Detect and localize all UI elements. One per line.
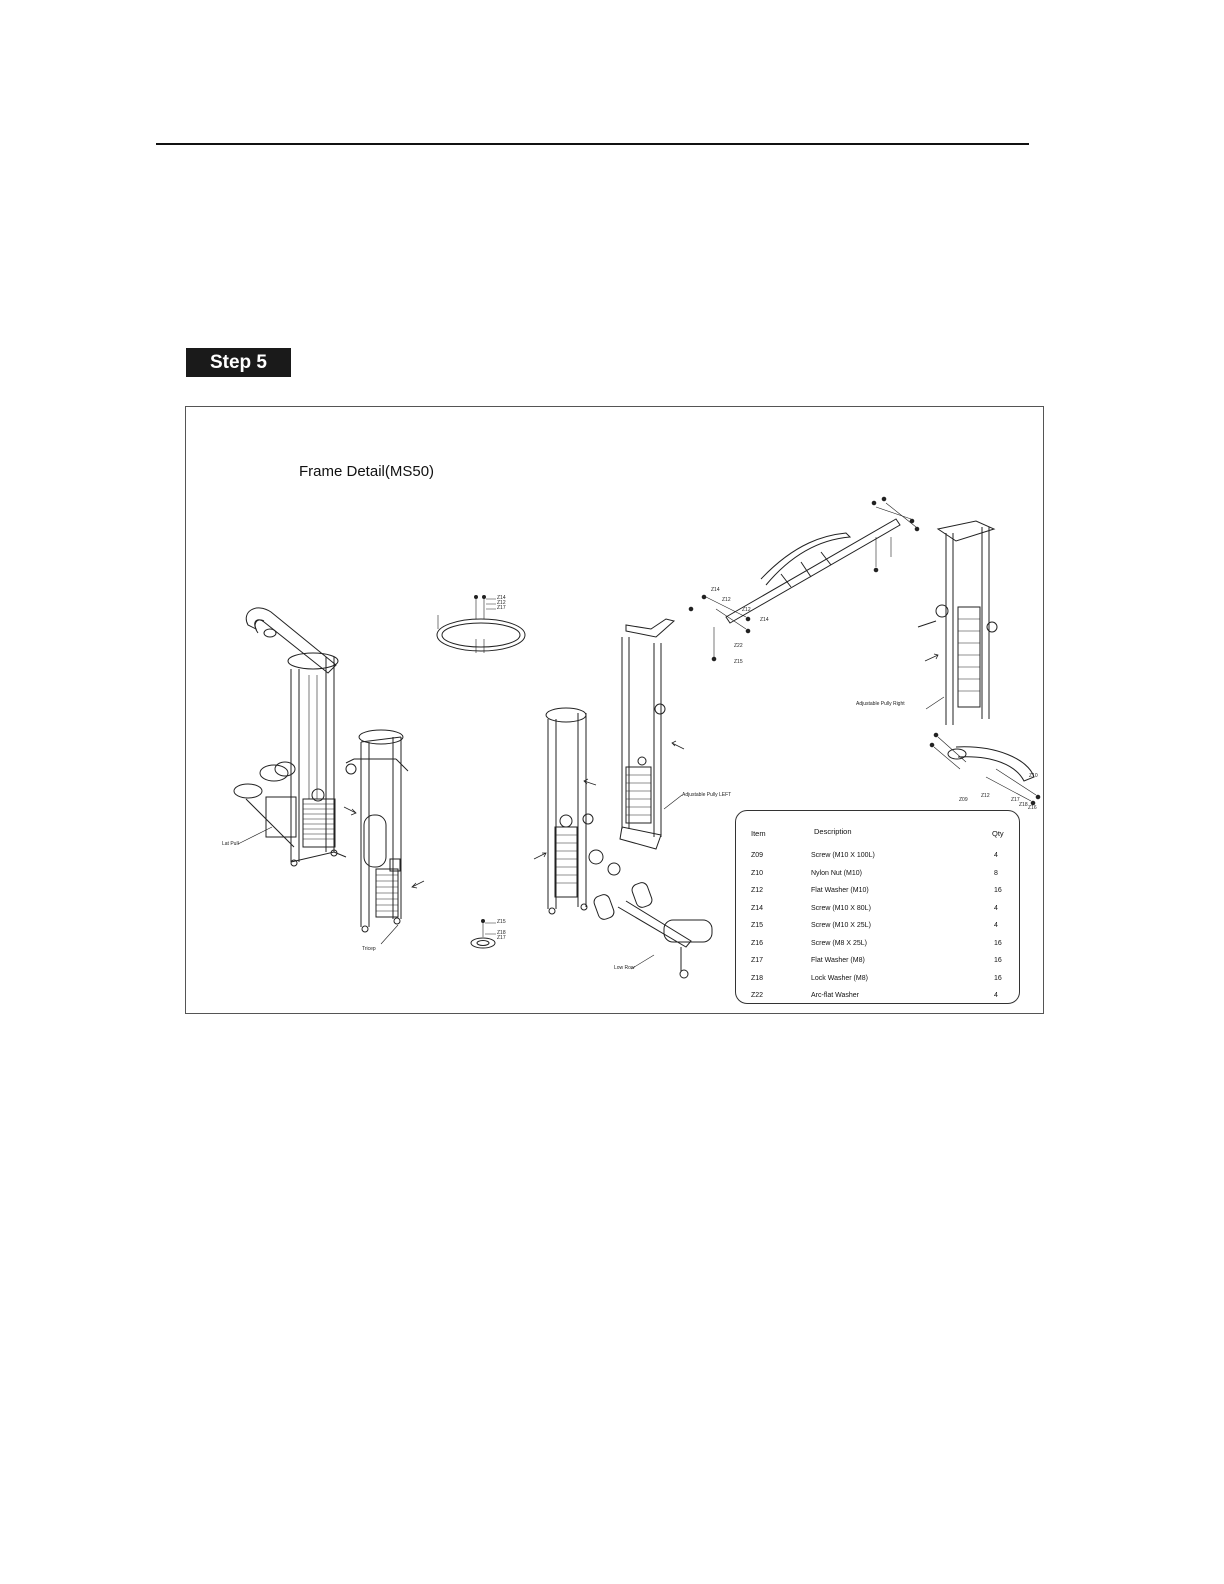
table-cell-description: Flat Washer (M8) <box>811 957 865 964</box>
table-cell-item: Z09 <box>751 852 764 859</box>
table-cell-description: Screw (M10 X 25L) <box>811 922 871 929</box>
callout-label: Z15 <box>734 659 743 665</box>
callout-label: Z10 <box>1029 773 1038 779</box>
table-cell-item: Z14 <box>751 904 764 912</box>
label-low-row: Low Row <box>614 965 635 971</box>
table-cell-description: Flat Washer (M10) <box>811 887 869 894</box>
step-badge: Step 5 <box>186 348 291 377</box>
adjustable-pully-right <box>917 520 1041 806</box>
callout-label: Z14 <box>497 595 506 601</box>
table-row: Z09 Screw (M10 X 100L) 4 <box>736 852 1019 866</box>
callout-label: Z17 <box>1011 797 1020 803</box>
label-tricep: Tricep <box>362 946 376 952</box>
table-cell-item: Z18 <box>751 974 764 982</box>
callout-label: Z14 <box>711 587 720 593</box>
label-lat-pull: Lat Pull <box>222 841 239 847</box>
low-row-machine <box>545 707 713 979</box>
table-cell-item: Z15 <box>751 922 764 929</box>
table-cell-description: Screw (M10 X 80L) <box>811 904 871 912</box>
table-cell-qty: 16 <box>994 974 1002 982</box>
callout-label: Z09 <box>959 797 968 803</box>
table-row: Z17 Flat Washer (M8) 16 <box>736 957 1019 971</box>
table-cell-qty: 16 <box>994 957 1002 964</box>
top-rule <box>156 143 1029 145</box>
callout-label: Z22 <box>734 643 743 649</box>
callout-label: Z12 <box>722 597 731 603</box>
table-cell-item: Z10 <box>751 869 764 877</box>
table-cell-description: Arc-flat Washer <box>811 992 859 999</box>
parts-table: Item Description Qty Z09 Screw (M10 X 100… <box>735 810 1020 1004</box>
table-cell-qty: 8 <box>994 869 998 877</box>
table-cell-description: Screw (M10 X 100L) <box>811 852 875 859</box>
table-cell-description: Nylon Nut (M10) <box>811 869 862 877</box>
ring-assembly <box>436 595 526 653</box>
table-cell-qty: 16 <box>994 939 1002 947</box>
callout-label: Z18 <box>1019 802 1028 808</box>
table-row: Z22 Arc-flat Washer 4 <box>736 992 1019 1006</box>
table-header-item: Item <box>751 829 766 838</box>
table-header-description: Description <box>814 827 852 836</box>
table-cell-item: Z17 <box>751 957 764 964</box>
table-cell-qty: 4 <box>994 992 998 999</box>
callout-label: Z14 <box>760 617 769 623</box>
table-cell-description: Lock Washer (M8) <box>811 974 868 982</box>
top-beam-assembly <box>688 496 920 662</box>
callout-label: Z15 <box>497 919 506 925</box>
lat-pull-machine <box>233 607 347 867</box>
label-adjustable-pully-right: Adjustable Pully Right <box>856 701 905 707</box>
table-row: Z12 Flat Washer (M10) 16 <box>736 887 1019 901</box>
callout-label: Z12 <box>981 793 990 799</box>
table-row: Z10 Nylon Nut (M10) 8 <box>736 870 1019 884</box>
tricep-machine <box>345 729 409 945</box>
table-cell-item: Z12 <box>751 887 764 894</box>
label-adjustable-pully-left: Adjustable Pully LEFT <box>682 792 732 798</box>
callout-label: Z12 <box>497 600 506 606</box>
table-row: Z16 Screw (M8 X 25L) 16 <box>736 940 1019 954</box>
exploded-assembly-drawing <box>233 496 1041 979</box>
callout-label: Z18 <box>497 930 506 936</box>
table-cell-item: Z16 <box>751 939 764 947</box>
callout-label: Z17 <box>497 605 506 611</box>
callout-label: Z16 <box>1028 805 1037 811</box>
table-cell-qty: 4 <box>994 922 998 929</box>
table-row: Z14 Screw (M10 X 80L) 4 <box>736 905 1019 919</box>
table-header-qty: Qty <box>992 829 1004 838</box>
callout-label: Z12 <box>742 607 751 613</box>
table-cell-qty: 4 <box>994 852 998 859</box>
table-cell-qty: 16 <box>994 887 1002 894</box>
table-cell-item: Z22 <box>751 992 764 999</box>
table-row: Z15 Screw (M10 X 25L) 4 <box>736 922 1019 936</box>
adjustable-pully-left <box>619 618 683 850</box>
table-cell-qty: 4 <box>994 904 998 912</box>
table-row: Z18 Lock Washer (M8) 16 <box>736 975 1019 989</box>
figure-title: Frame Detail(MS50) <box>299 463 435 480</box>
callout-label: Z17 <box>497 935 506 941</box>
figure-frame: Frame Detail(MS50) <box>185 406 1044 1014</box>
foot-plate-assembly <box>470 919 496 949</box>
table-cell-description: Screw (M8 X 25L) <box>811 939 868 947</box>
